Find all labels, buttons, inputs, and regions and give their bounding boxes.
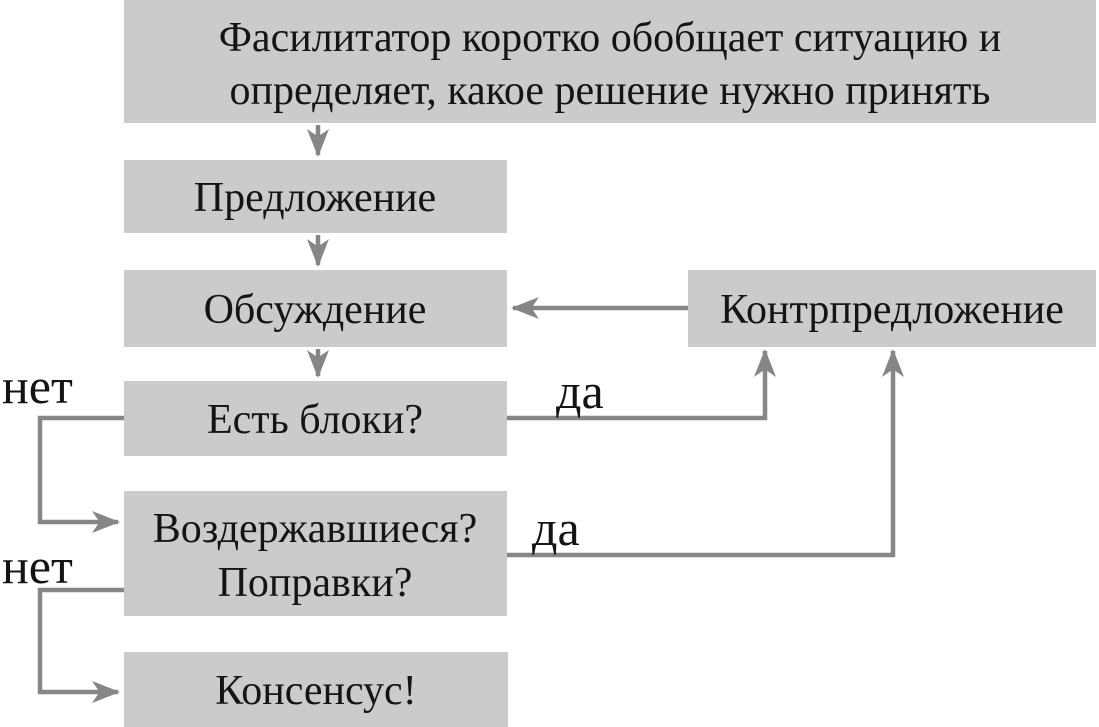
node-consensus-label: Консенсус! — [215, 668, 416, 714]
edge-label-yes-abstentions: да — [532, 500, 580, 556]
edge-label-no-blocks: нет — [2, 358, 73, 414]
node-blocks-question — [124, 381, 507, 456]
node-discussion — [124, 270, 507, 347]
node-proposal-label: Предложение — [194, 175, 436, 221]
arrow-blocks-no-to-abstentions — [37, 415, 124, 533]
node-discussion-label: Обсуждение — [204, 287, 427, 333]
edge-label-no-abstentions: нет — [2, 538, 73, 594]
edge-label-yes-blocks: да — [556, 363, 604, 419]
node-consensus — [124, 652, 508, 727]
node-proposal — [124, 160, 507, 233]
node-blocks-question-label: Есть блоки? — [207, 397, 423, 443]
arrow-abstentions-no-to-consensus — [37, 587, 124, 703]
arrow-blocks-yes-to-counterproposal — [507, 349, 776, 421]
arrow-abstentions-yes-to-counterproposal — [507, 349, 904, 558]
node-abstentions-line2: Поправки? — [218, 560, 413, 606]
node-facilitator-line1: Фасилитатор коротко обобщает ситуацию и — [219, 15, 1001, 61]
node-facilitator — [124, 0, 1096, 123]
node-counterproposal — [688, 270, 1096, 347]
node-abstentions-line1: Воздержавшиеся? — [153, 506, 477, 552]
node-abstentions-question — [124, 491, 507, 616]
node-counterproposal-label: Контрпредложение — [720, 287, 1064, 333]
node-facilitator-line2: определяет, какое решение нужно принять — [230, 68, 991, 114]
